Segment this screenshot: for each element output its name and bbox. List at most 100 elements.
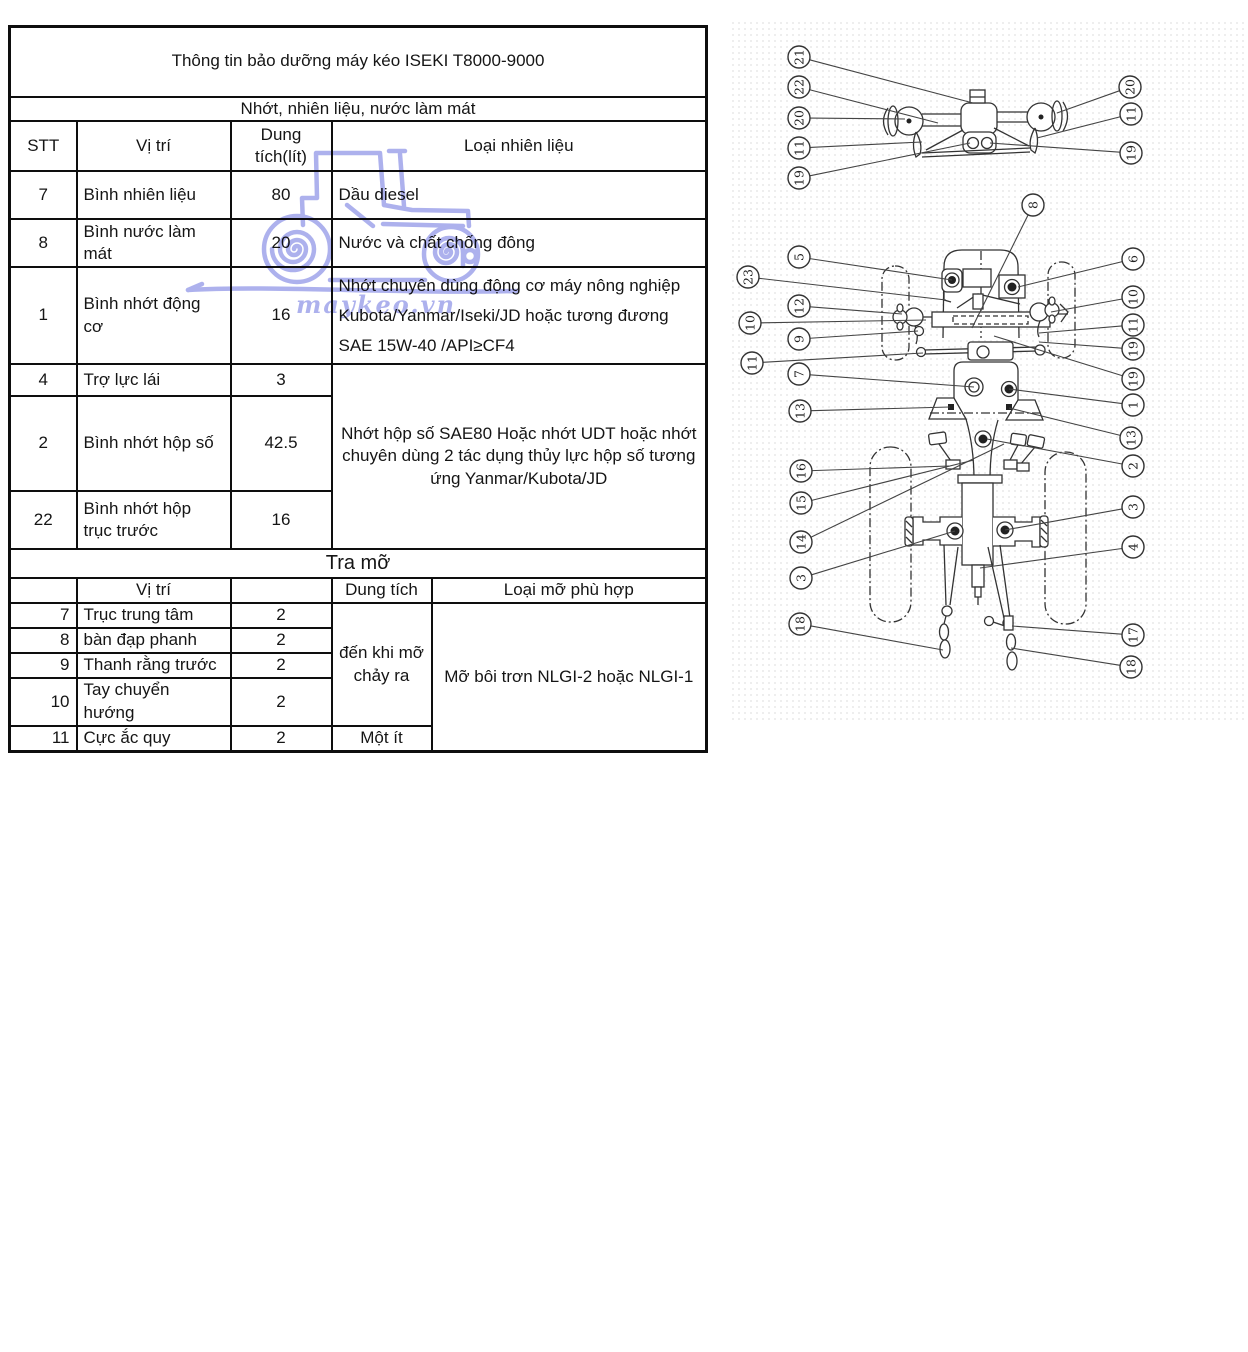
leader-line-14	[810, 443, 1005, 538]
table-row: 10 Tay chuyển hướng 2	[8, 677, 707, 728]
stt-cell: 7	[8, 170, 78, 221]
callout-number: 18	[1124, 659, 1139, 675]
callout-number: 5	[792, 253, 807, 261]
callout-number: 11	[745, 355, 760, 371]
callout-number: 19	[1126, 341, 1141, 357]
callout-number: 10	[1126, 289, 1141, 305]
capacity-cell: 20	[229, 218, 333, 269]
leader-line-13	[1008, 407, 1121, 436]
table-row: 8 bàn đạp phanh 2	[8, 627, 707, 655]
callout-number: 3	[1126, 503, 1141, 511]
grease-position-cell: Tay chuyển hướng	[75, 677, 232, 728]
leader-line-11	[762, 352, 924, 363]
grease-no-cell: 10	[8, 677, 78, 728]
table-row: 2 Bình nhớt hộp số 42.5	[8, 395, 707, 493]
callout-16	[789, 459, 813, 483]
callout-10	[1121, 285, 1145, 309]
tractor-diagram-svg: 2122201119201119852312109117131615143186…	[736, 45, 1145, 679]
leader-line-18	[810, 625, 944, 651]
position-cell: Bình nhớt hộp số	[75, 395, 232, 493]
callout-number: 19	[792, 170, 807, 186]
leader-line-18	[1010, 647, 1121, 666]
callout-18	[788, 612, 812, 636]
leader-line-11	[1036, 116, 1121, 139]
col-header-capacity: Dung tích(lít)	[229, 120, 333, 173]
grease-position-cell: Trục trung tâm	[75, 602, 232, 630]
grease-qty-cell: 2	[229, 677, 333, 728]
grease-col-position: Vị trí	[75, 577, 232, 605]
callout-3	[789, 566, 813, 590]
callout-number: 4	[1126, 543, 1141, 551]
position-cell: Bình nhớt động cơ	[75, 266, 232, 366]
leader-line-22	[809, 89, 939, 124]
table-row: 9 Thanh rằng trước 2	[8, 652, 707, 680]
position-cell: Bình nước làm mát	[75, 218, 232, 269]
leader-line-19	[1038, 341, 1123, 349]
stt-cell: 1	[8, 266, 78, 366]
callout-18	[1119, 655, 1143, 679]
table-row: 7 Bình nhiên liệu 80 Dầu diesel	[8, 170, 708, 221]
leader-line-7	[809, 374, 975, 388]
callout-7	[787, 362, 811, 386]
leader-line-20	[1056, 90, 1120, 114]
callout-8	[1021, 193, 1045, 217]
leader-line-21	[809, 59, 974, 104]
leader-line-16	[811, 465, 950, 472]
page-title: Thông tin bảo dưỡng máy kéo ISEKI T8000-…	[8, 25, 708, 98]
callout-13	[1119, 426, 1143, 450]
callout-10	[738, 311, 762, 335]
grease-qty-cell: 2	[229, 627, 333, 655]
fuel-cell: Nước và chất chống đông	[330, 218, 708, 269]
leader-line-6	[1017, 261, 1123, 288]
leader-line-19	[993, 335, 1123, 377]
grease-no-cell: 9	[8, 652, 78, 680]
table-row: 7 Trục trung tâm 2 đến khi mỡ chảy ra Mỡ…	[8, 602, 708, 753]
callout-number: 10	[743, 315, 758, 331]
callout-number: 17	[1126, 627, 1141, 643]
callout-number: 1	[1126, 401, 1141, 409]
stt-cell: 8	[8, 218, 78, 269]
leader-line-9	[809, 330, 919, 339]
leader-line-2	[986, 438, 1123, 465]
callout-number: 8	[1026, 201, 1041, 209]
callout-number: 22	[792, 79, 807, 95]
callout-number: 12	[792, 298, 807, 314]
position-cell: Bình nhiên liệu	[75, 170, 232, 221]
callout-number: 13	[793, 403, 808, 419]
table-row: 8 Bình nước làm mát 20 Nước và chất chốn…	[8, 218, 708, 269]
callout-number: 2	[1126, 462, 1141, 470]
leader-line-13	[810, 406, 951, 412]
stt-cell: 2	[8, 395, 78, 493]
callout-21	[787, 45, 811, 69]
maintenance-table: Thông tin bảo dưỡng máy kéo ISEKI T8000-…	[8, 25, 709, 753]
callout-4	[1121, 535, 1145, 559]
leader-line-17	[1011, 625, 1123, 635]
callout-number: 7	[792, 370, 807, 378]
callout-11	[1119, 102, 1143, 126]
leader-line-20	[809, 117, 906, 120]
section-grease-title: Tra mỡ	[8, 548, 708, 580]
grease-no-cell: 7	[8, 602, 78, 630]
grease-col-type: Loại mỡ phù hợp	[430, 577, 708, 605]
callout-number: 20	[792, 110, 807, 126]
leader-line-23	[758, 277, 947, 301]
stt-cell: 22	[8, 490, 78, 551]
grease-position-cell: bàn đạp phanh	[75, 627, 232, 655]
leader-line-10	[760, 319, 927, 324]
grease-header-empty	[8, 577, 78, 605]
callout-12	[787, 294, 811, 318]
grease-qty-cell: 2	[229, 652, 333, 680]
fuel-cell: Dầu diesel	[330, 170, 708, 221]
callout-2	[1121, 454, 1145, 478]
callout-number: 6	[1126, 255, 1141, 263]
leader-line-3	[1004, 508, 1123, 531]
capacity-cell: 16	[229, 490, 333, 551]
callout-15	[789, 491, 813, 515]
callout-19	[1121, 367, 1145, 391]
callout-6	[1121, 247, 1145, 271]
leader-line-4	[979, 547, 1123, 569]
table-row: 22 Bình nhớt hộp trục trước 16	[8, 490, 707, 551]
callout-number: 19	[1126, 371, 1141, 387]
capacity-cell: 3	[229, 363, 333, 398]
table-row: 4 Trợ lực lái 3 Nhớt hộp số SAE80 Hoặc n…	[8, 363, 708, 551]
